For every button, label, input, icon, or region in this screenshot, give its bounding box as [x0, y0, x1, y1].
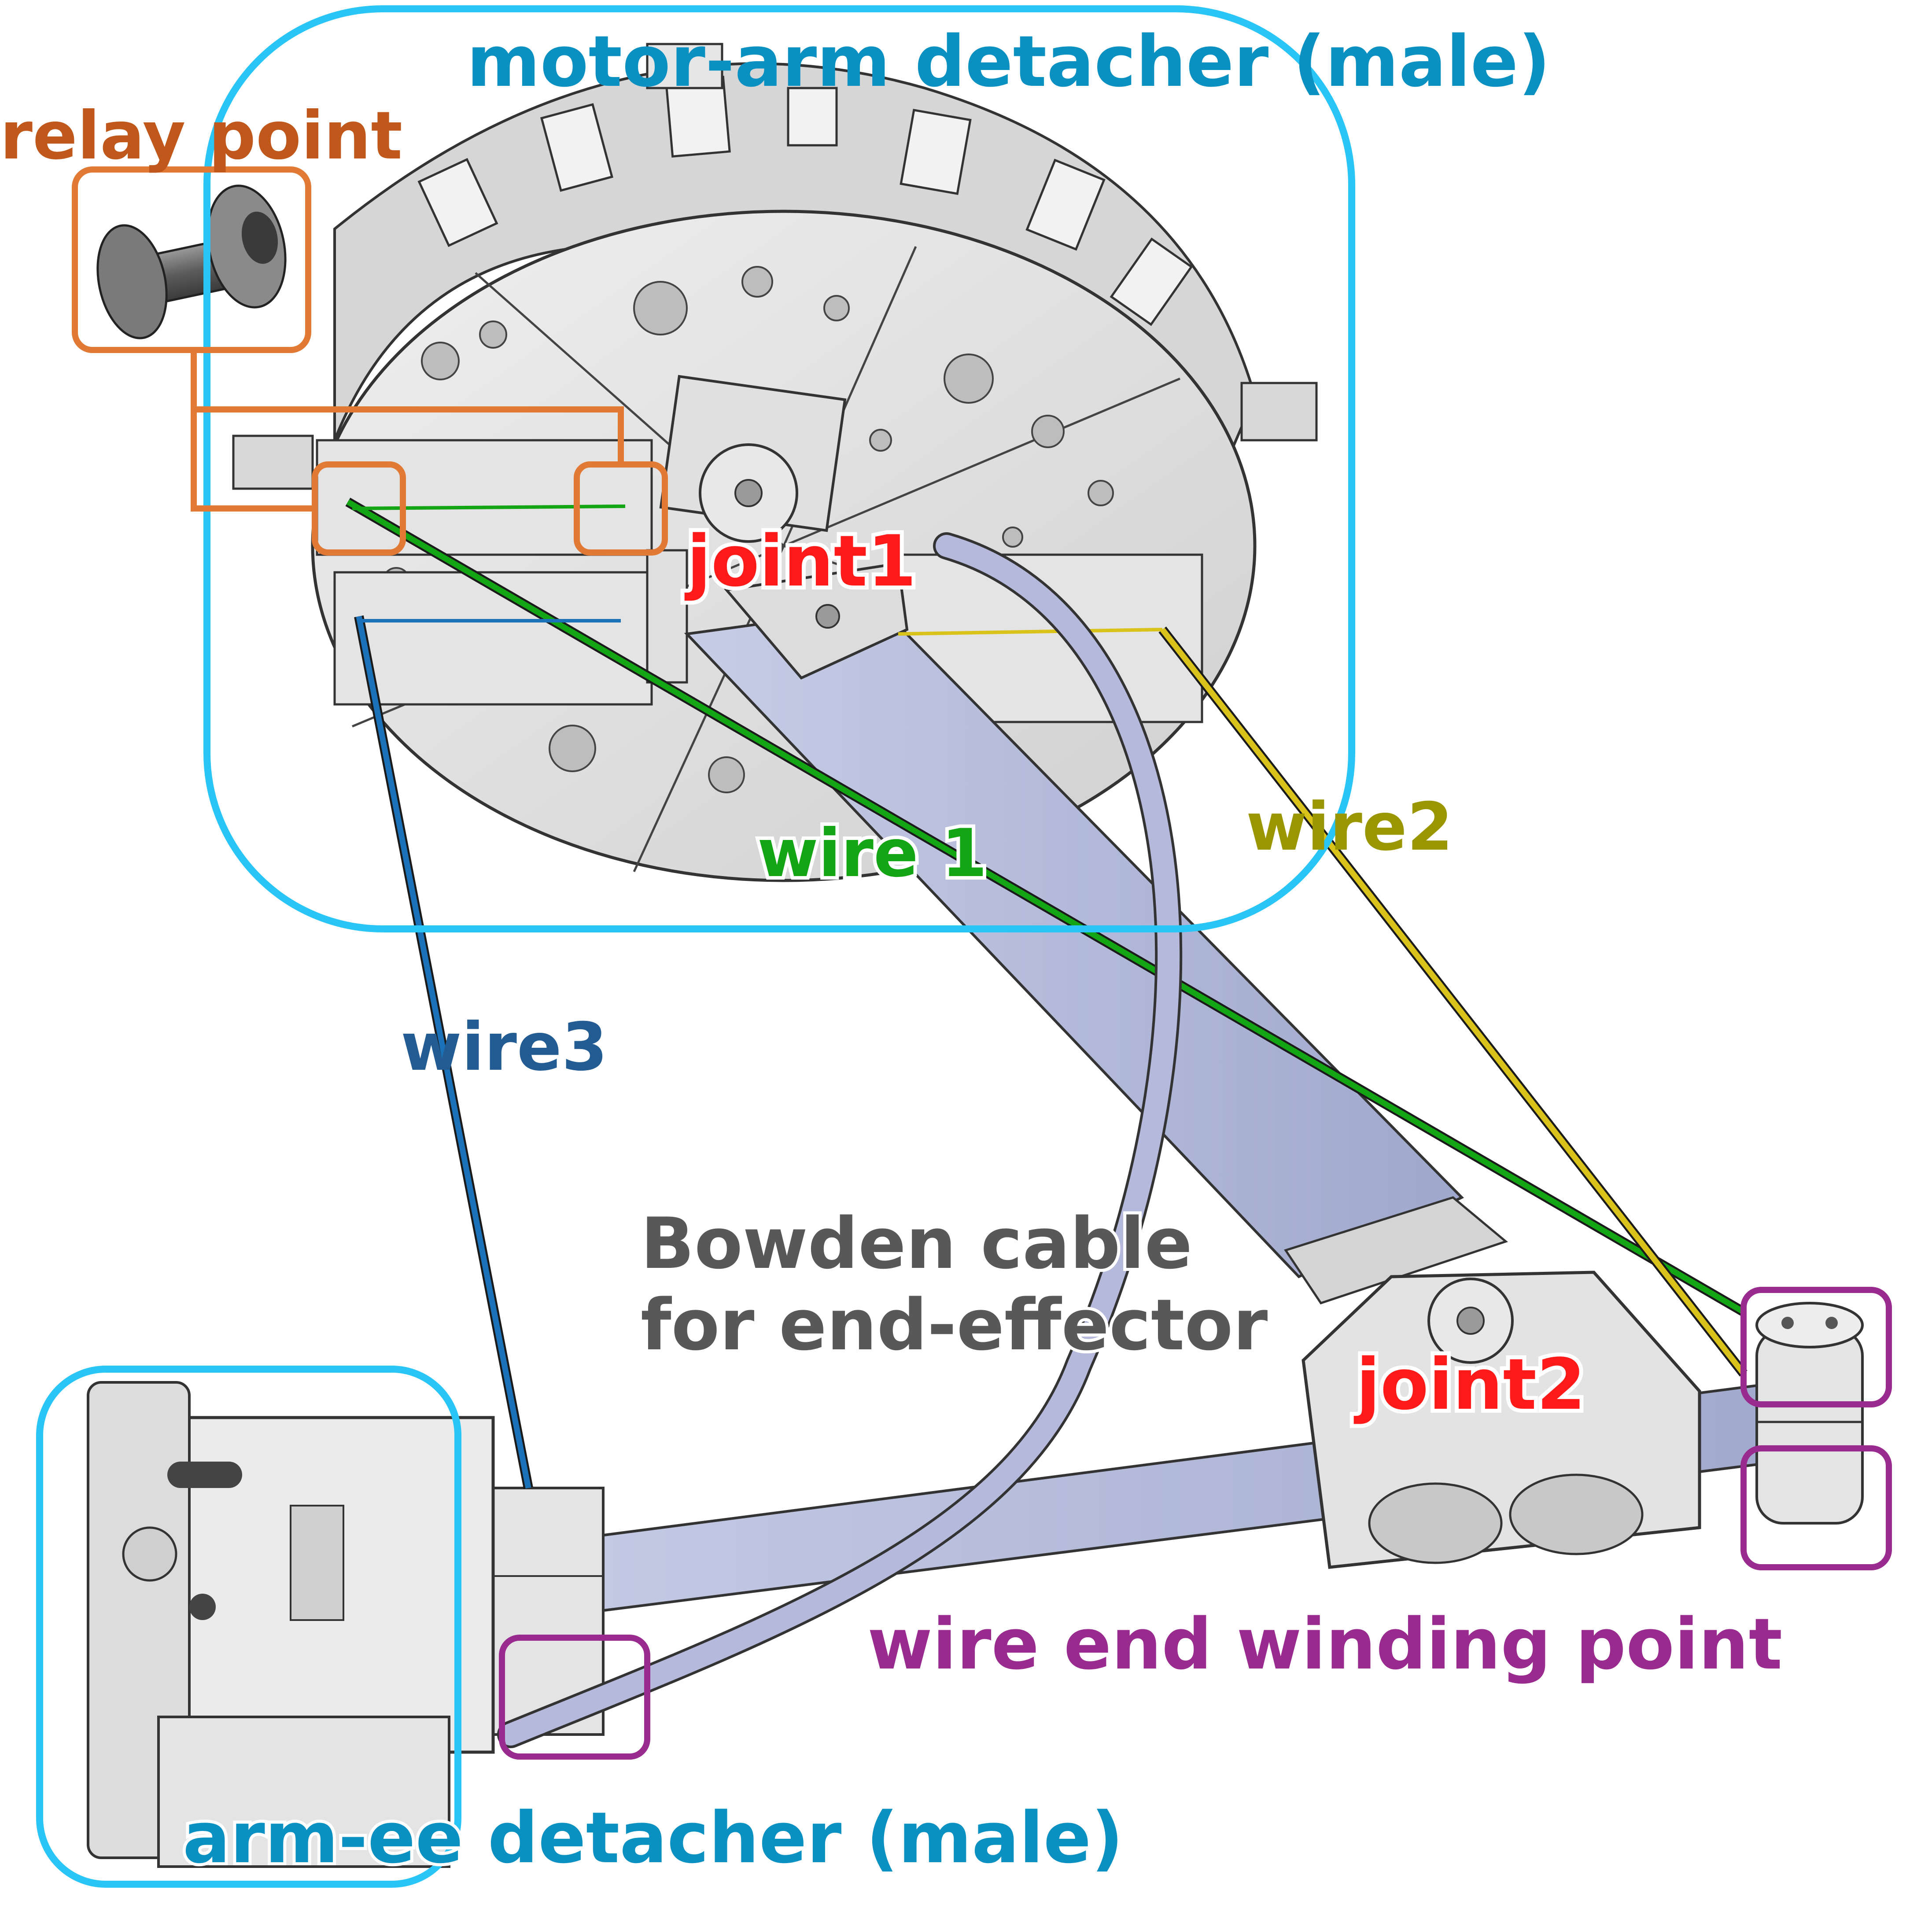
wire-end-winding-point-label: wire end winding point: [867, 1603, 1782, 1685]
motor-arm-detacher-label: motor-arm detacher (male): [467, 20, 1550, 103]
arm-ee-detacher-label: arm-ee detacher (male): [183, 1797, 1123, 1879]
bowden-cable-label-line2: for end-effector: [641, 1284, 1268, 1366]
joint1-label: joint1: [684, 520, 916, 602]
wire1-label: wire 1: [757, 815, 987, 892]
wire2: [898, 626, 1748, 1377]
wire3: [354, 615, 621, 1489]
wire2-label: wire2: [1246, 789, 1453, 866]
wire3-label: wire3: [401, 1009, 608, 1086]
winding-point-outlines: [499, 1287, 1892, 1760]
winding-pulley-stack: [1755, 1302, 1864, 1525]
arm-ee-detacher-body: [87, 1381, 495, 1868]
arm-ee-detacher-outline: [36, 1366, 461, 1888]
motor-disc: [232, 43, 1318, 882]
joint2-label: joint2: [1353, 1343, 1585, 1425]
upper-arm: [684, 562, 1464, 1278]
relay-point-icon: [96, 184, 287, 339]
relay-point-label: relay point: [0, 98, 402, 174]
motor-arm-detacher-outline: [203, 5, 1355, 932]
relay-point-outlines: [72, 166, 668, 556]
joint2-housing: [1284, 1196, 1701, 1569]
bowden-cable-label-line1: Bowden cable: [641, 1202, 1192, 1285]
bowden-cable: [497, 532, 1183, 1748]
